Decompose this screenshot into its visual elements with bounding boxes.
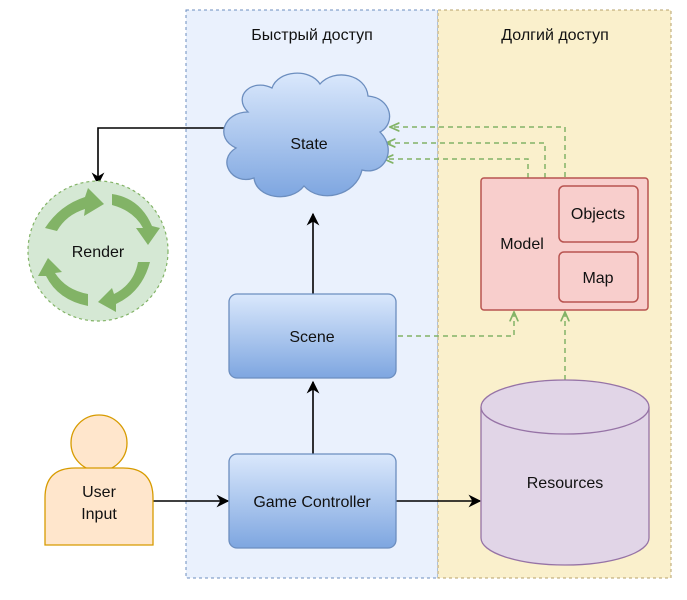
user-input-node: User Input (44, 414, 154, 546)
state-to-render-arrow (91, 127, 228, 186)
resources-label: Resources (527, 475, 603, 492)
model-to-state-dashed-arrow-1 (390, 127, 566, 186)
game-controller-node: Game Controller (228, 453, 397, 549)
resources-node: Resources (480, 379, 650, 566)
model-node: Model Objects Map (480, 177, 649, 311)
render-node: Render (27, 180, 169, 322)
state-label: State (290, 136, 327, 153)
user-icon (70, 414, 128, 472)
objects-node (558, 185, 639, 243)
model-to-state-dashed-arrow-3 (384, 159, 529, 178)
scene-label: Scene (289, 329, 334, 346)
map-label: Map (582, 270, 613, 287)
objects-label: Objects (571, 206, 625, 223)
slow-access-title: Долгий доступ (501, 27, 608, 44)
scene-to-model-dashed-arrow (398, 312, 514, 337)
model-to-state-dashed-arrow-2 (386, 143, 546, 178)
game-controller-label: Game Controller (253, 494, 371, 511)
model-label: Model (500, 236, 544, 253)
user-input-label-line2: Input (81, 506, 117, 523)
render-label: Render (72, 244, 125, 261)
user-input-label-line1: User (82, 484, 116, 501)
scene-node: Scene (228, 293, 397, 379)
fast-access-title: Быстрый доступ (251, 27, 373, 44)
map-node (558, 251, 639, 303)
recycle-icon (38, 188, 160, 312)
state-cloud: State (223, 72, 391, 198)
